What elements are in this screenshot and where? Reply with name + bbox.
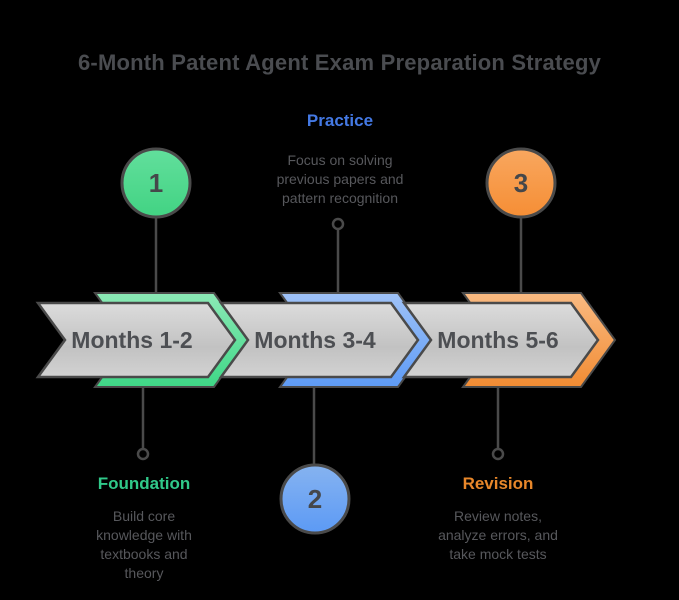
stage-circle-1 [120,147,192,219]
stage-number-2: 2 [308,484,322,514]
page-title: 6-Month Patent Agent Exam Preparation St… [77,50,602,75]
revision-description: Review notes, analyze errors, and take m… [438,508,558,562]
connector-dot-foundation [136,447,150,461]
foundation-heading: Foundation [97,474,191,493]
chevron-arrow-months-1-2 [35,301,237,379]
stage-circle-3 [485,147,557,219]
foundation-description: Build core knowledge with textbooks and … [96,508,192,581]
chevron-arrow-months-5-6 [401,301,600,379]
months-label-1-2: Months 1-2 [71,327,193,353]
revision-heading: Revision [462,474,534,493]
stage-number-3: 3 [514,168,528,198]
connector-dot-practice [331,217,345,231]
months-label-5-6: Months 5-6 [437,327,559,353]
practice-heading: Practice [306,111,374,130]
practice-description: Focus on solving previous papers and pat… [276,152,404,206]
months-label-3-4: Months 3-4 [254,327,376,353]
stage-circle-2 [279,463,351,535]
connector-dot-revision [491,447,505,461]
stage-number-1: 1 [149,168,163,198]
chevron-arrow-months-3-4 [218,301,420,379]
